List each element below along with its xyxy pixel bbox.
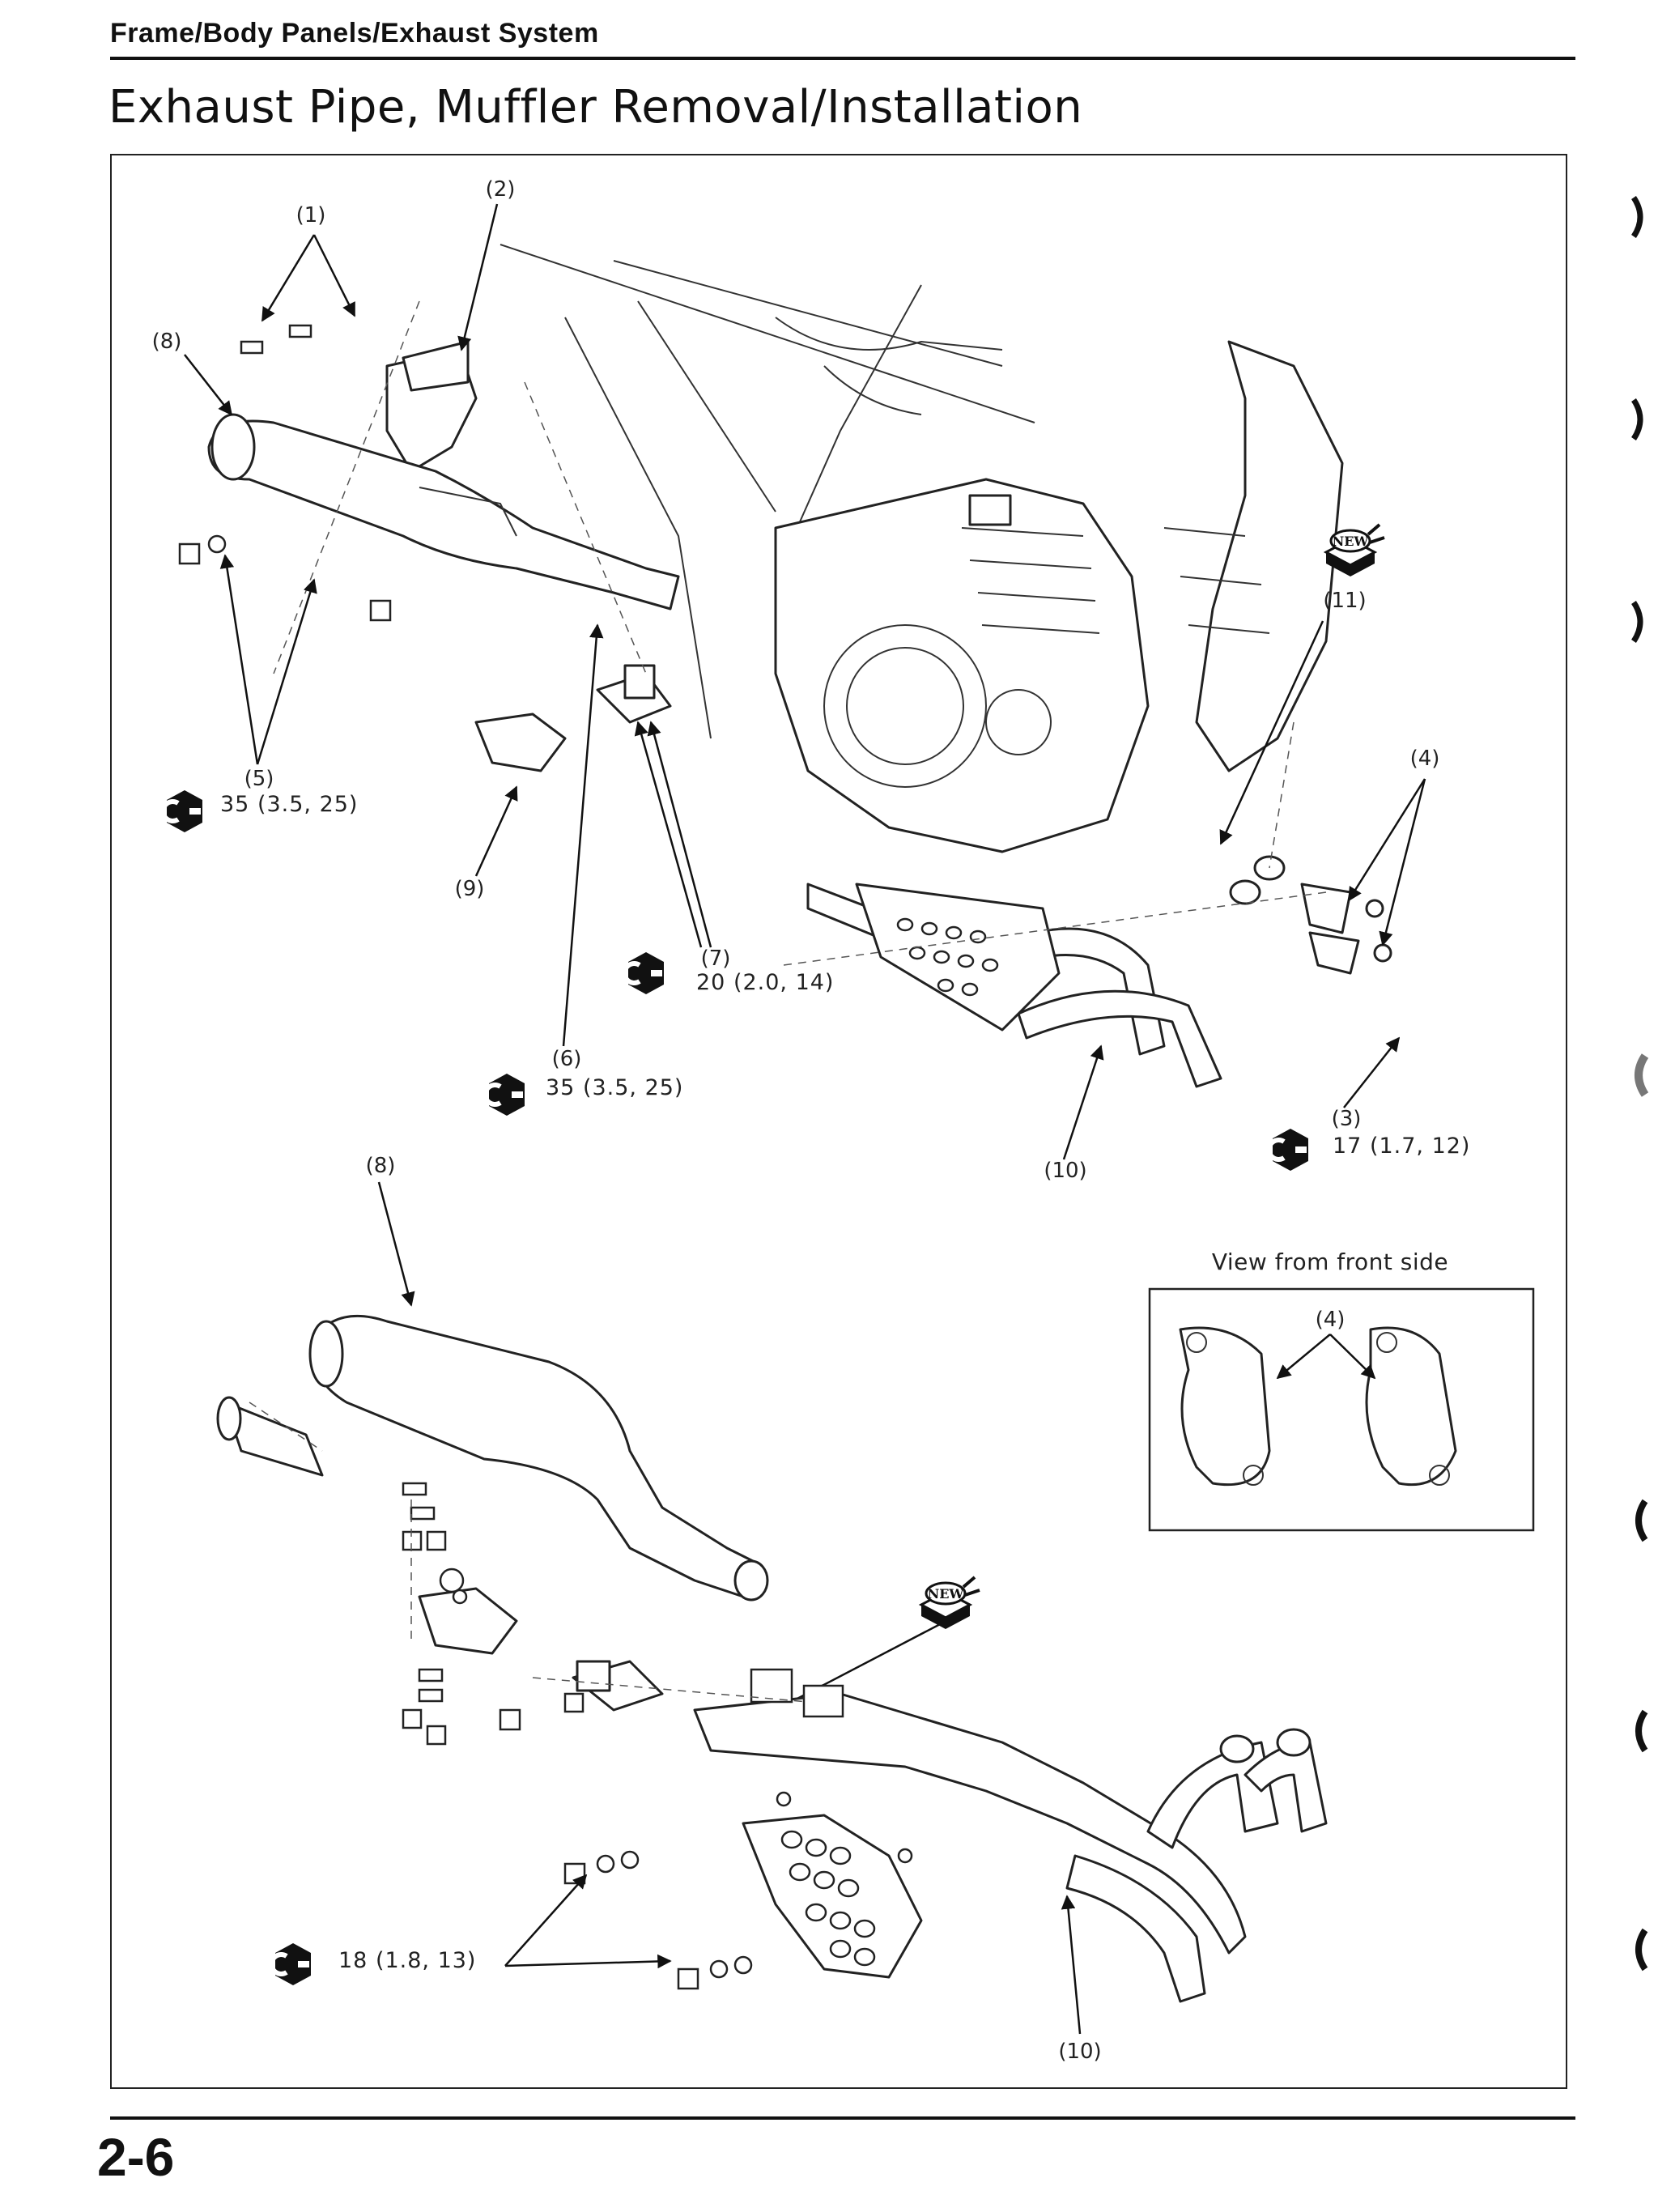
muffler-stay-upper [474,664,672,772]
torque-spec-5: 35 (3.5, 25) [220,792,358,817]
exhaust-pipe-upper [806,855,1392,1088]
exploded-diagram: (1) (2) (8) (11) (4) (5) (9) (7) (6) (3)… [152,177,1535,2064]
muffler-upper [207,413,680,610]
binding-mark [1635,1928,1648,1972]
footer-rule [110,2116,1575,2120]
bolts-upper [178,324,392,622]
new-part-icon: NEW [1324,523,1386,578]
callout-7: (7) [701,946,731,971]
torque-spec-bottom: 18 (1.8, 13) [338,1948,476,1973]
svg-text:NEW: NEW [928,1586,965,1602]
section-header: Frame/Body Panels/Exhaust System [110,18,599,49]
torque-spec-3: 17 (1.7, 12) [1333,1134,1470,1159]
callout-11: (11) [1323,589,1366,613]
binding-mark [1635,1499,1648,1542]
torque-spec-7: 20 (2.0, 14) [696,970,834,995]
torque-wrench-icon [624,952,664,994]
exploded-diagram-frame: (1) (2) (8) (11) (4) (5) (9) (7) (6) (3)… [110,154,1567,2089]
callout-3: (3) [1332,1107,1362,1131]
frame-outline [500,244,1344,772]
callout-5: (5) [244,767,274,791]
callout-6: (6) [552,1047,582,1071]
callout-9: (9) [455,877,485,901]
exhaust-pipe-protector-lower [742,1814,923,1979]
binding-mark [1631,196,1643,238]
callout-1: (1) [296,203,326,228]
callout-10-bottom: (10) [1058,2040,1101,2064]
heat-protector-upper [385,340,478,473]
callout-4-detail: (4) [1316,1308,1346,1332]
svg-text:NEW: NEW [1333,534,1370,549]
callout-8-top: (8) [152,330,182,354]
callout-8-bottom: (8) [366,1154,396,1178]
leader-lines [184,203,1426,2035]
binding-mark [1635,1709,1648,1753]
binding-mark [1631,398,1643,440]
binding-mark [1631,601,1643,643]
muffler-stay-lower [418,1587,664,1712]
detail-view-caption: View from front side [1212,1249,1448,1275]
bolts-lower [402,1482,913,1990]
exhaust-pipe-lower [693,1692,1328,2003]
callout-10-top: (10) [1044,1159,1086,1183]
engine-assembly [774,478,1150,853]
callout-4: (4) [1410,747,1440,771]
page-number: 2-6 [97,2127,175,2187]
torque-wrench-icon [485,1074,525,1116]
torque-wrench-icon [271,1943,311,1985]
torque-spec-6: 35 (3.5, 25) [546,1075,683,1100]
header-rule [110,57,1575,60]
muffler-lower [216,1314,769,1602]
new-part-icon: NEW [920,1576,981,1631]
binding-mark [1635,1053,1649,1097]
torque-wrench-icon [163,790,202,832]
detail-view-box [1148,1287,1535,1532]
callout-2: (2) [486,177,516,202]
torque-wrench-icon [1269,1129,1308,1171]
page-title: Exhaust Pipe, Muffler Removal/Installati… [108,81,1083,134]
leader-lines-lower [504,1874,672,1969]
